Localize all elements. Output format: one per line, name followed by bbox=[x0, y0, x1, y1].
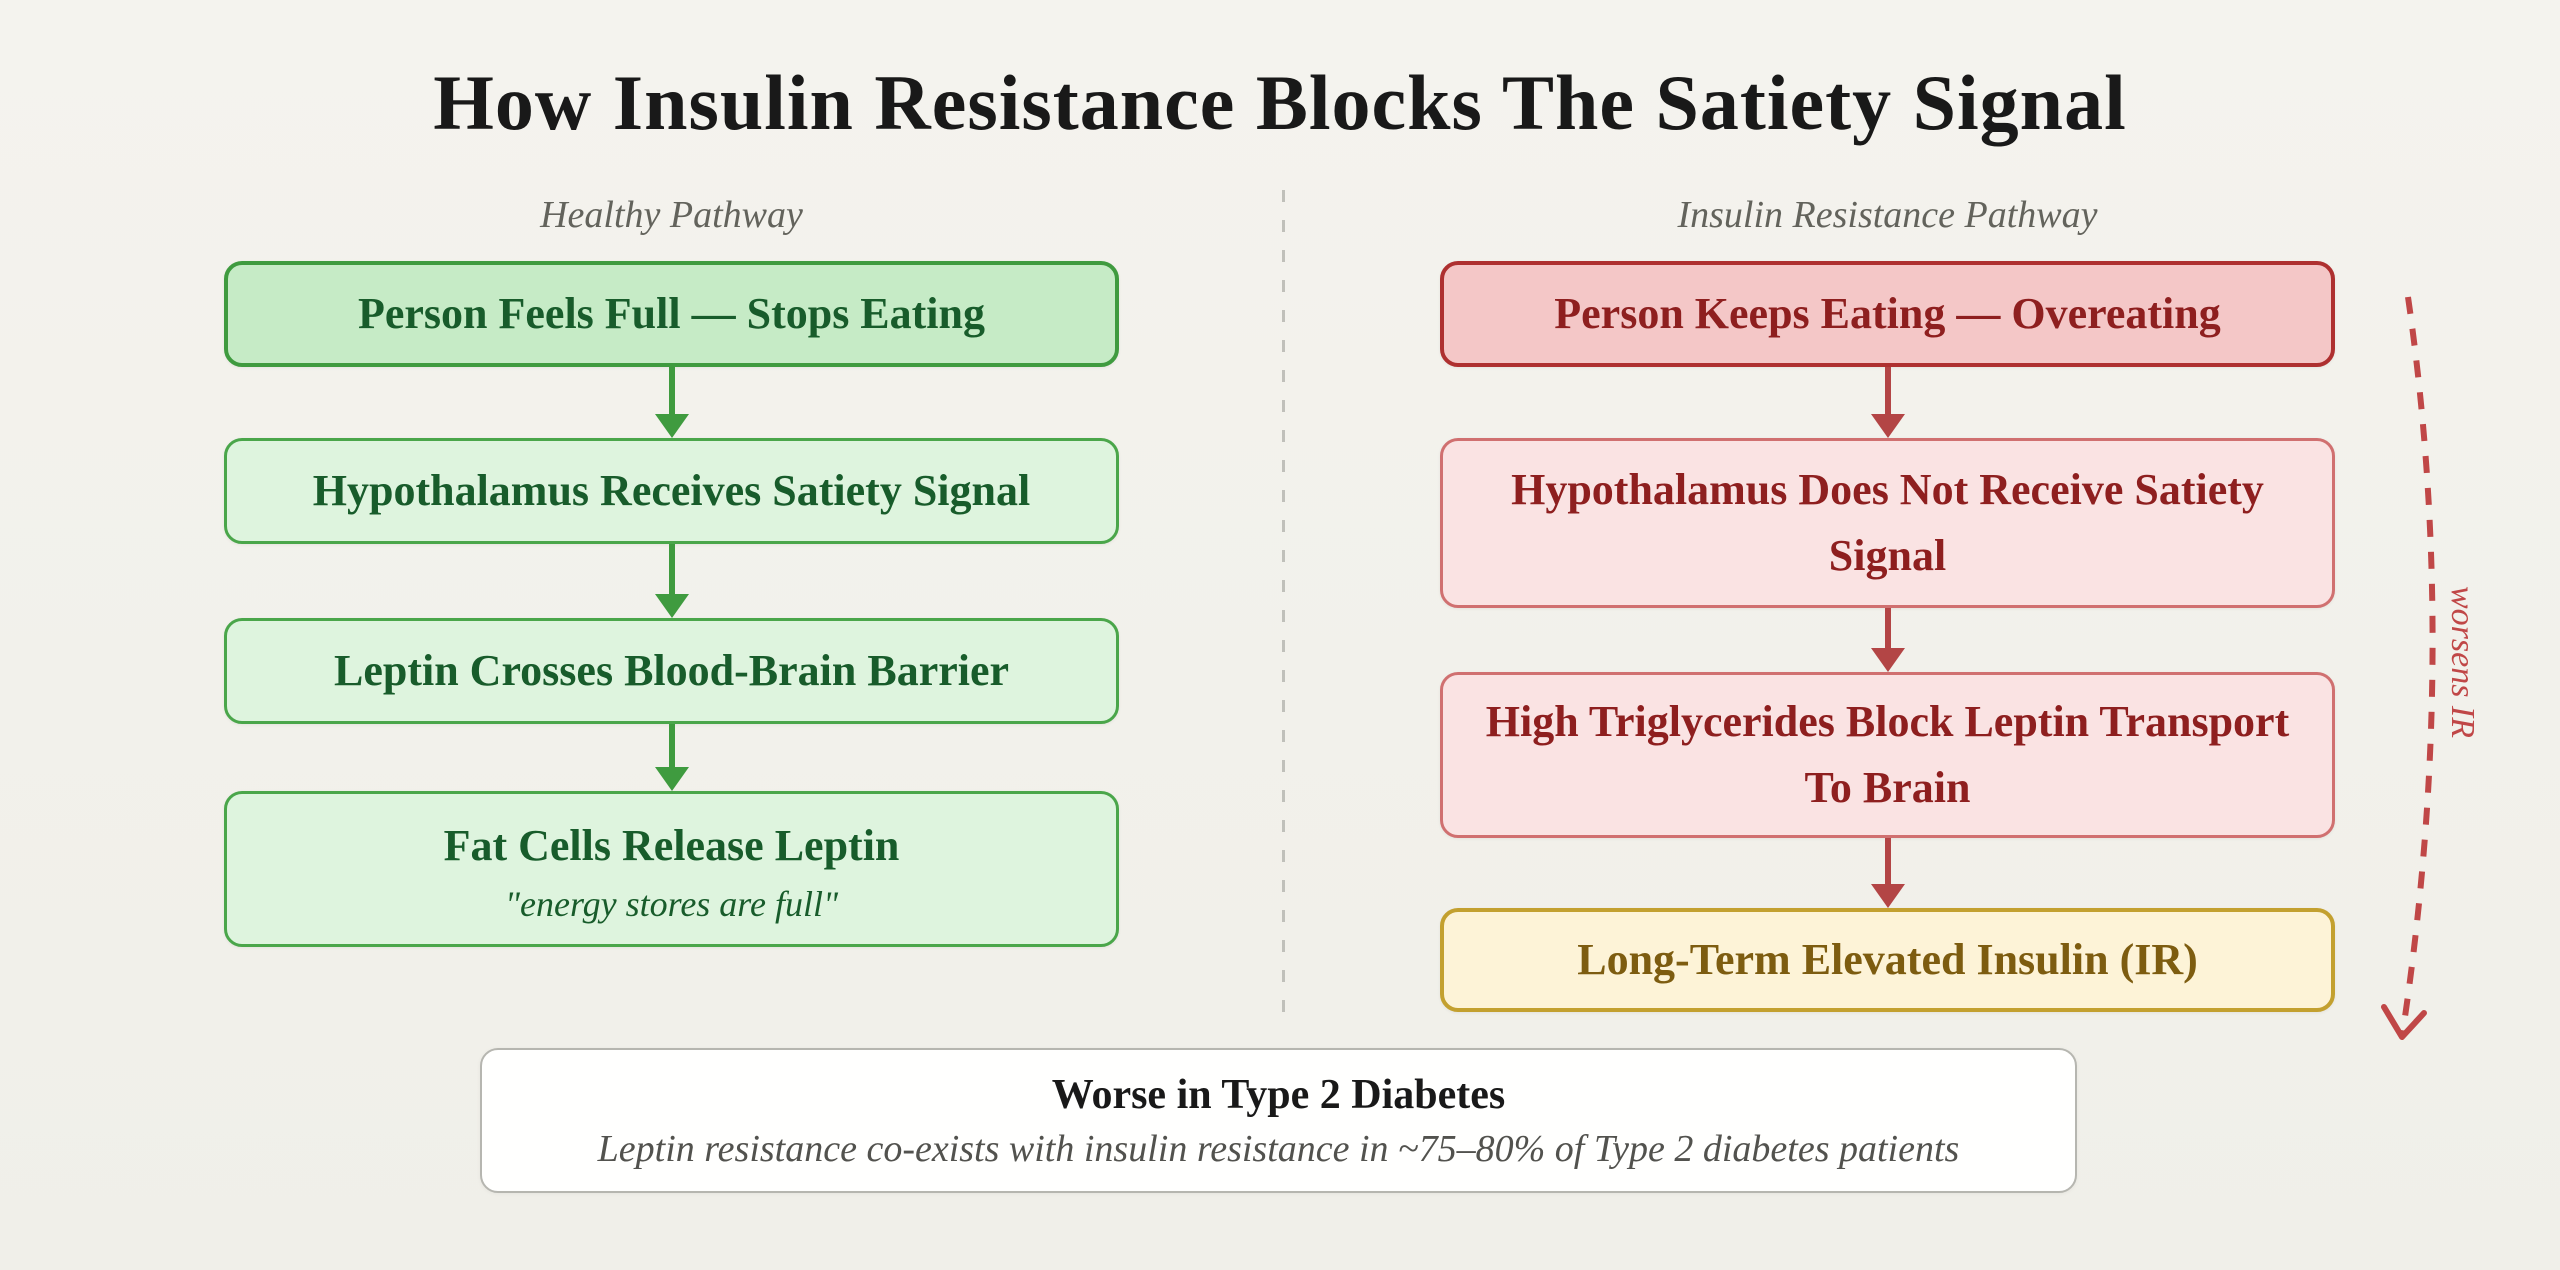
down-arrow-icon bbox=[650, 367, 694, 438]
flow-box-title: High Triglycerides Block Leptin Transpor… bbox=[1485, 697, 2290, 812]
note-box: Worse in Type 2 Diabetes Leptin resistan… bbox=[480, 1048, 2077, 1193]
note-title: Worse in Type 2 Diabetes bbox=[1051, 1071, 1506, 1118]
ir-pathway-header: Insulin Resistance Pathway bbox=[1677, 194, 2098, 236]
ir-box-elevated-insulin: Long-Term Elevated Insulin (IR) bbox=[1440, 908, 2335, 1012]
ir-box-triglycerides-block: High Triglycerides Block Leptin Transpor… bbox=[1440, 672, 2335, 838]
healthy-box-hypothalamus: Hypothalamus Receives Satiety Signal bbox=[224, 438, 1119, 544]
healthy-box-fat-cells: Fat Cells Release Leptin "energy stores … bbox=[224, 791, 1119, 947]
flow-box-title: Person Feels Full — Stops Eating bbox=[357, 289, 986, 338]
healthy-pathway-header: Healthy Pathway bbox=[540, 194, 803, 236]
page-title: How Insulin Resistance Blocks The Satiet… bbox=[433, 59, 2127, 146]
flow-box-subtitle: "energy stores are full" bbox=[504, 884, 839, 924]
ir-box-keeps-eating: Person Keeps Eating — Overeating bbox=[1440, 261, 2335, 367]
flow-box-title: Long-Term Elevated Insulin (IR) bbox=[1577, 935, 2198, 984]
flow-box-title: Leptin Crosses Blood-Brain Barrier bbox=[333, 646, 1010, 695]
flow-box-title: Hypothalamus Receives Satiety Signal bbox=[312, 466, 1031, 515]
down-arrow-icon bbox=[650, 544, 694, 618]
down-arrow-icon bbox=[1866, 838, 1910, 908]
ir-box-hypothalamus-not-receive: Hypothalamus Does Not Receive Satiety Si… bbox=[1440, 438, 2335, 608]
flow-box-title: Hypothalamus Does Not Receive Satiety Si… bbox=[1511, 465, 2264, 580]
column-divider bbox=[1282, 190, 1285, 1012]
flow-box-title: Person Keeps Eating — Overeating bbox=[1554, 289, 2221, 338]
note-subtitle: Leptin resistance co-exists with insulin… bbox=[597, 1127, 1960, 1170]
down-arrow-icon bbox=[650, 724, 694, 791]
worsens-ir-arrow-icon bbox=[2381, 296, 2436, 1040]
healthy-box-person-feels-full: Person Feels Full — Stops Eating bbox=[224, 261, 1119, 367]
worsens-ir-label: worsens IR bbox=[2444, 585, 2481, 739]
healthy-box-leptin-crosses: Leptin Crosses Blood-Brain Barrier bbox=[224, 618, 1119, 724]
flow-box-title: Fat Cells Release Leptin bbox=[443, 821, 900, 870]
down-arrow-icon bbox=[1866, 367, 1910, 438]
down-arrow-icon bbox=[1866, 608, 1910, 672]
